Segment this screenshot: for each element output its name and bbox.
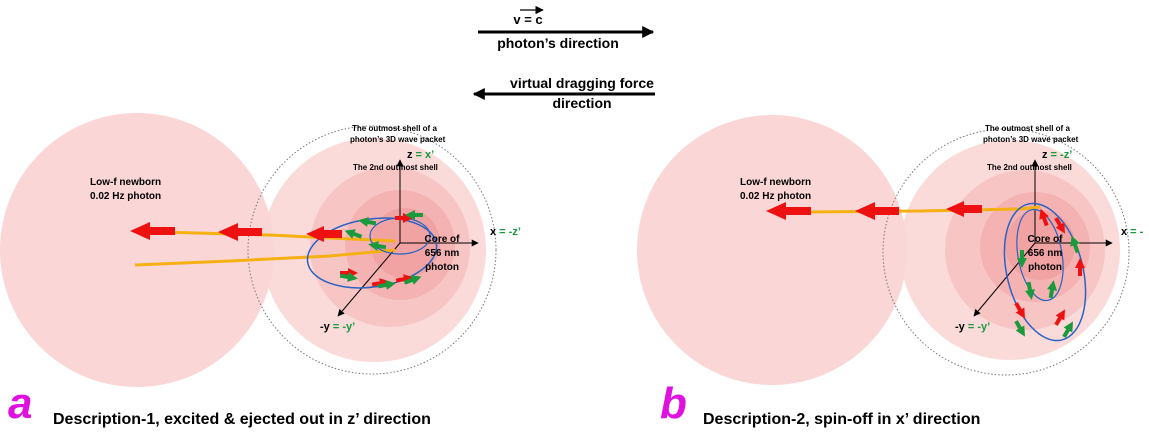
panel-a: The outmost shell of a photon’s 3D wave … [0,113,521,428]
red-arrows [766,201,1085,326]
velocity-label: v = c [513,12,542,27]
core-label-line1: Core of [1028,234,1064,245]
trail-upper [159,230,396,243]
core-label-line3: photon [425,262,459,273]
core-label-line1: Core of [425,234,461,245]
core-label-line3: photon [1028,262,1062,273]
newborn-photon-packet [0,113,274,387]
z-axis-label: z = -z’ [1042,149,1072,161]
green-arrows [1014,235,1080,338]
drag-label-line1: virtual dragging force [510,75,654,91]
panel-letter-b: b [660,379,687,428]
panel-letter-a: a [8,379,32,428]
core-label-line2: 656 nm [425,248,460,259]
outmost-shell [247,125,497,375]
outer-shell-label-line2: photon’s 3D wave packet [983,135,1079,144]
core-label-line2: 656 nm [1028,248,1063,259]
caption-a: Description-1, excited & ejected out in … [53,411,431,428]
newborn-label-line1: Low-f newborn [740,177,811,188]
second-shell-label: The 2nd outmost shell [353,163,438,172]
newborn-photon-packet [637,115,907,385]
newborn-label-line2: 0.02 Hz photon [740,191,811,202]
green-arrows [339,210,423,290]
y-axis-label: -y = -y’ [320,321,355,333]
drag-label-line2: direction [552,95,611,111]
outer-shell-label-line2: photon’s 3D wave packet [350,135,446,144]
outer-shell-label-line1: The outmost shell of a [985,124,1070,133]
z-axis-label: z = x’ [407,149,434,161]
trail-lower [134,248,396,267]
panel-b: The outmost shell of a photon’s 3D wave … [637,115,1144,428]
newborn-label-line1: Low-f newborn [90,177,161,188]
y-axis [973,242,1036,317]
drag-force-indicator: virtual dragging force direction [472,75,655,111]
outer-shell-label-line1: The outmost shell of a [352,124,437,133]
x-axis-label: x = - [1121,226,1144,238]
photon-direction-indicator: v = c photon’s direction [478,5,655,51]
x-axis-label: x = -z’ [490,226,521,238]
newborn-label-line2: 0.02 Hz photon [90,191,161,202]
y-axis-label: -y = -y’ [955,321,990,333]
outmost-shell [882,128,1130,376]
photon-direction-label: photon’s direction [497,35,619,51]
caption-b: Description-2, spin-off in x’ direction [703,411,980,428]
y-axis [337,242,401,317]
second-shell-label: The 2nd outmost shell [987,163,1072,172]
